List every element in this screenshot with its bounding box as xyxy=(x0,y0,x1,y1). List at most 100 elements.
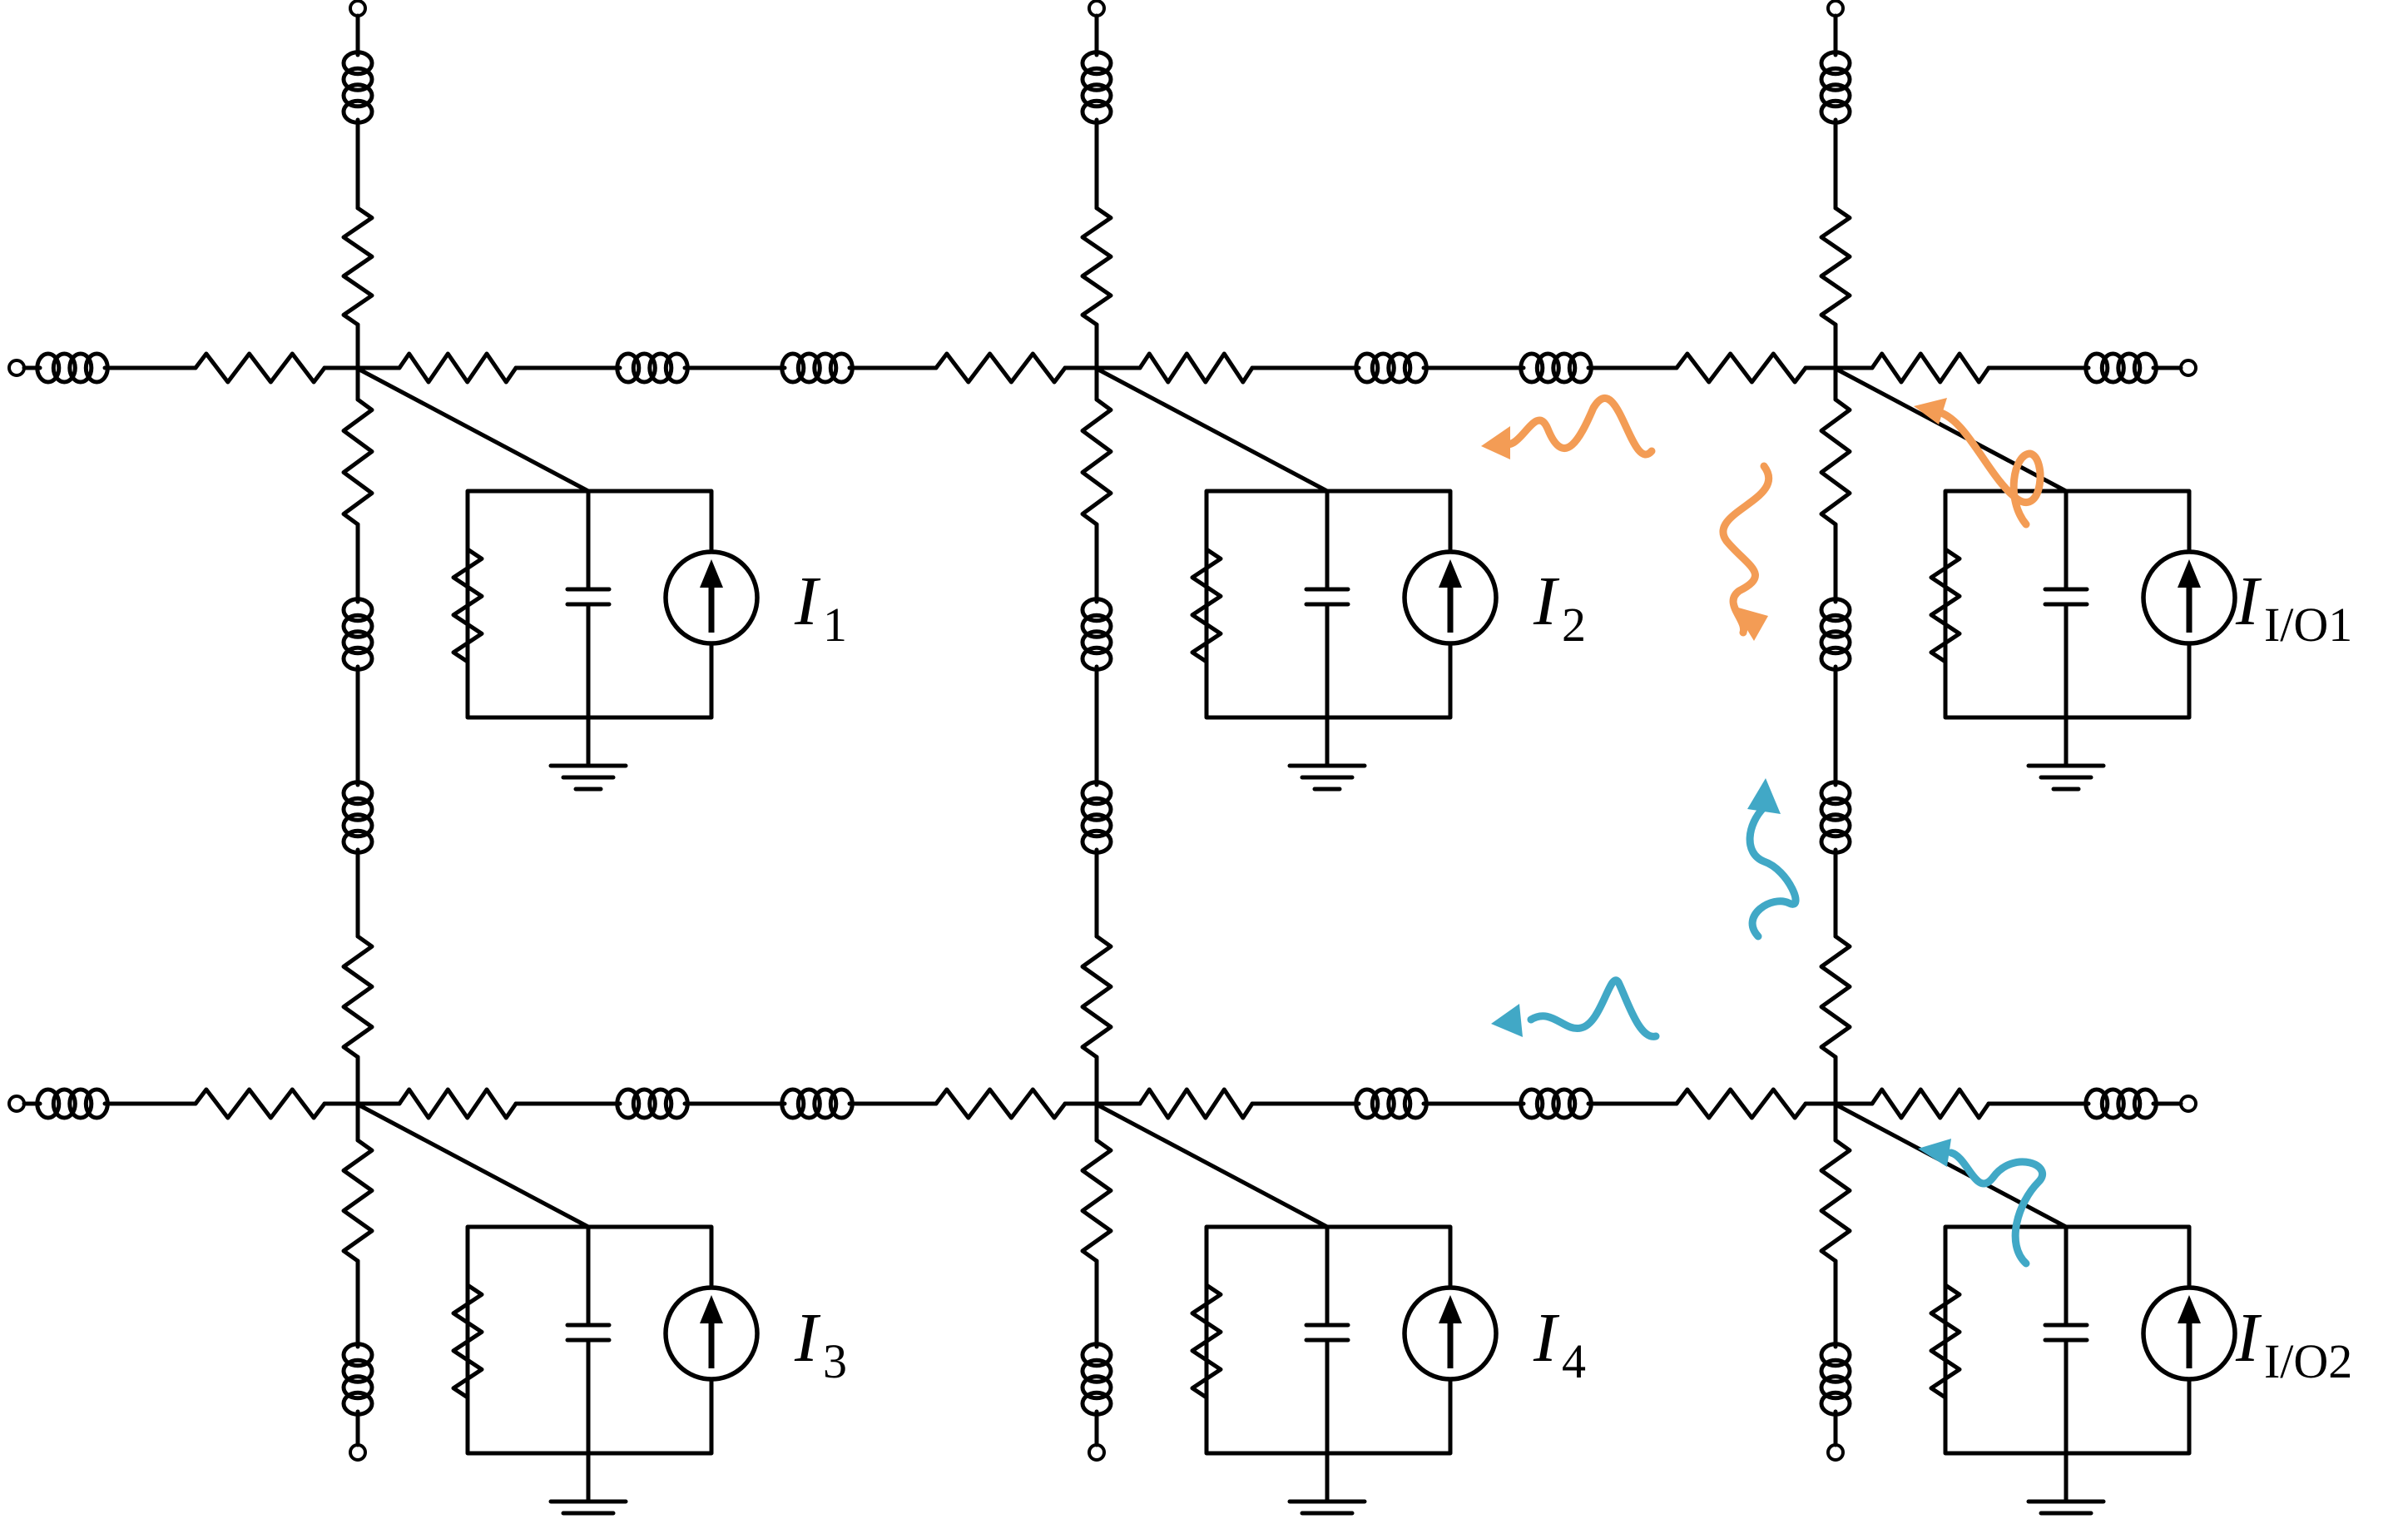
resistor xyxy=(1080,206,1113,327)
current-source-icon xyxy=(2141,1285,2237,1382)
source-symbol: I xyxy=(1533,563,1560,640)
resistor xyxy=(1819,934,1852,1060)
terminal-node xyxy=(2179,359,2197,377)
inductor xyxy=(780,1087,855,1120)
current-source-icon xyxy=(2141,549,2237,646)
resistor xyxy=(1819,206,1852,327)
resistor xyxy=(934,351,1068,385)
inductor xyxy=(1080,1342,1113,1417)
feed-line xyxy=(1835,367,2069,494)
resistor xyxy=(1137,351,1255,385)
inductor xyxy=(1819,780,1852,855)
terminal-node xyxy=(349,1443,367,1462)
current-source-icon xyxy=(1402,1285,1499,1382)
wave-arrow-icon xyxy=(1914,398,2044,529)
resistor xyxy=(1190,547,1223,664)
terminal-node xyxy=(7,359,26,377)
source-symbol: I xyxy=(1533,1299,1560,1377)
current-source-icon xyxy=(663,1285,760,1382)
inductor xyxy=(1354,351,1429,385)
resistor xyxy=(1819,1138,1852,1263)
source-symbol: I xyxy=(794,1299,821,1377)
terminal-node xyxy=(1088,0,1106,17)
feed-line xyxy=(357,1103,591,1229)
ground-icon xyxy=(2026,763,2106,792)
resistor xyxy=(1080,934,1113,1060)
terminal-node xyxy=(7,1095,26,1113)
inductor xyxy=(1080,597,1113,672)
resistor xyxy=(1929,1283,1962,1400)
cell-4 xyxy=(1096,1103,1499,1516)
feed-line xyxy=(1096,367,1330,494)
resistor xyxy=(341,397,374,527)
terminal-node xyxy=(1088,1443,1106,1462)
cell-2 xyxy=(1096,367,1499,792)
source-symbol: I xyxy=(794,563,821,640)
resistor xyxy=(193,1087,327,1120)
inductor xyxy=(35,1087,110,1120)
resistor xyxy=(1190,1283,1223,1400)
source-symbol: I xyxy=(2235,1299,2262,1377)
inductor xyxy=(615,1087,690,1120)
cell-circuits xyxy=(357,367,2237,1516)
terminal-node xyxy=(349,0,367,17)
wave-arrow-icon xyxy=(1918,1139,2047,1268)
ground-icon xyxy=(548,763,628,792)
resistor xyxy=(1870,1087,1991,1120)
resistor xyxy=(341,934,374,1060)
grid-wiring xyxy=(7,0,2197,1462)
resistor xyxy=(1870,351,1991,385)
ground-icon xyxy=(1287,1499,1367,1516)
resistor xyxy=(341,1138,374,1263)
inductor xyxy=(1080,780,1113,855)
inductor xyxy=(1519,351,1593,385)
cell-3 xyxy=(357,1103,760,1516)
ground-icon xyxy=(548,1499,628,1516)
terminal-node xyxy=(1826,0,1845,17)
resistor xyxy=(193,351,327,385)
inductor xyxy=(1519,1087,1593,1120)
source-subscript: 3 xyxy=(823,1334,847,1388)
inductor xyxy=(341,50,374,125)
resistor xyxy=(1080,1138,1113,1263)
inductor xyxy=(1080,50,1113,125)
resistor xyxy=(1137,1087,1255,1120)
inductor xyxy=(35,351,110,385)
wave-arrow-icon xyxy=(1719,462,1773,641)
resistor xyxy=(451,547,484,664)
inductor xyxy=(1354,1087,1429,1120)
wave-arrow-icon xyxy=(1481,395,1656,459)
feed-line xyxy=(1835,1103,2069,1229)
source-subscript: 2 xyxy=(1562,598,1586,652)
resistor xyxy=(1080,397,1113,527)
terminal-node xyxy=(1826,1443,1845,1462)
resistor xyxy=(341,206,374,327)
wave-arrow-icon xyxy=(1746,778,1800,941)
cell-io2 xyxy=(1835,1103,2237,1516)
inductor xyxy=(1819,597,1852,672)
inductor xyxy=(341,597,374,672)
feed-line xyxy=(1096,1103,1330,1229)
ground-icon xyxy=(2026,1499,2106,1516)
inductor xyxy=(615,351,690,385)
inductor xyxy=(1819,1342,1852,1417)
current-waves xyxy=(1481,395,2047,1268)
inductor xyxy=(341,1342,374,1417)
inductor xyxy=(2083,1087,2158,1120)
resistor xyxy=(1819,397,1852,527)
inductor xyxy=(341,780,374,855)
resistor xyxy=(397,1087,518,1120)
resistor xyxy=(1674,351,1808,385)
inductor xyxy=(2083,351,2158,385)
source-subscript: I/O1 xyxy=(2264,598,2352,652)
source-subscript: I/O2 xyxy=(2264,1334,2352,1388)
resistor xyxy=(397,351,518,385)
feed-line xyxy=(357,367,591,494)
wave-arrow-icon xyxy=(1491,976,1660,1040)
